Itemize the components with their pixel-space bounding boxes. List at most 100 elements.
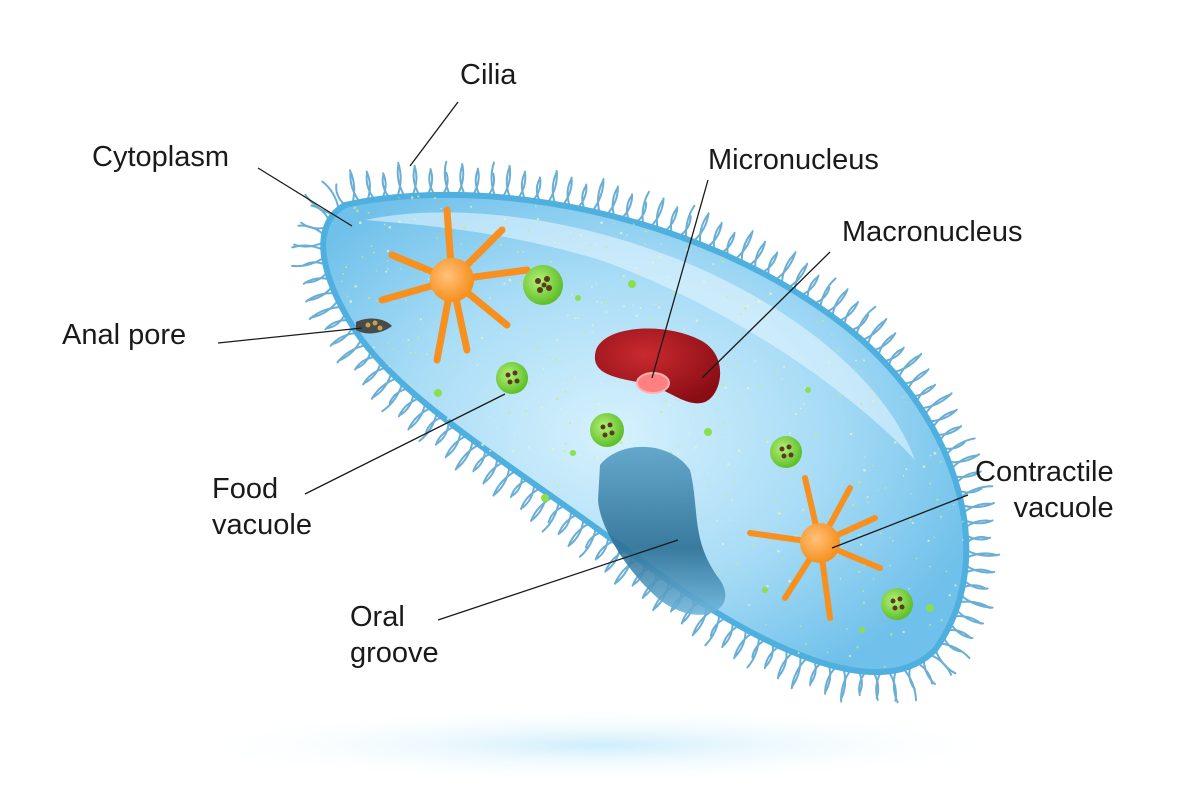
granule: [862, 601, 866, 605]
granule: [707, 472, 709, 474]
cell-highlight: [365, 212, 915, 460]
granule: [372, 251, 375, 254]
label-cytoplasm: Cytoplasm: [92, 141, 229, 173]
granule: [387, 341, 390, 344]
granule: [695, 319, 699, 322]
granule: [481, 443, 484, 447]
granule: [499, 243, 503, 247]
granule: [524, 410, 528, 413]
granule: [476, 364, 479, 366]
granule: [884, 487, 887, 489]
granule: [489, 297, 491, 299]
granule: [388, 365, 390, 367]
granule: [671, 401, 674, 403]
granule: [688, 433, 691, 435]
granule: [807, 349, 810, 351]
granule: [721, 542, 725, 546]
food-vacuoles: [496, 265, 913, 620]
granule: [575, 479, 577, 481]
granule: [936, 498, 939, 501]
granule: [835, 435, 837, 438]
granule: [594, 444, 597, 446]
granule: [832, 475, 835, 478]
granule: [702, 280, 706, 283]
granule: [748, 603, 751, 606]
granule: [658, 300, 661, 302]
granule: [790, 476, 793, 479]
granule: [672, 291, 676, 295]
granule: [783, 365, 786, 368]
granule: [574, 317, 577, 320]
granule: [894, 441, 897, 444]
granule: [578, 454, 581, 457]
granule: [644, 230, 648, 233]
granule: [961, 520, 964, 523]
cilium: [928, 653, 953, 676]
granule: [872, 400, 875, 403]
granule: [813, 655, 815, 657]
granule: [877, 489, 879, 492]
granule: [561, 364, 563, 366]
granule: [933, 451, 937, 455]
granule: [634, 267, 637, 270]
granule: [929, 482, 932, 485]
granule: [736, 362, 740, 365]
granule: [367, 211, 370, 214]
granule: [489, 449, 492, 453]
granule: [543, 425, 546, 427]
granule: [385, 362, 388, 364]
granule: [518, 281, 522, 285]
leader-cytoplasm: [257, 167, 353, 227]
granule: [836, 350, 840, 353]
granule: [632, 223, 635, 226]
granule: [577, 317, 580, 320]
granule: [560, 408, 563, 411]
granule: [563, 450, 566, 453]
granule: [856, 646, 859, 649]
granule: [791, 468, 794, 472]
granule: [782, 486, 784, 489]
granule: [410, 383, 414, 387]
granule: [860, 402, 863, 405]
cilium: [454, 443, 480, 471]
granule: [496, 426, 498, 428]
granule: [659, 255, 662, 259]
granule: [427, 278, 430, 280]
granule: [754, 360, 757, 362]
granule: [883, 665, 886, 668]
granule: [929, 623, 932, 626]
granule: [858, 534, 860, 536]
granule: [717, 423, 719, 426]
granule: [591, 331, 594, 333]
granule: [826, 651, 829, 654]
granule: [503, 217, 506, 221]
granule: [594, 457, 596, 459]
granule: [857, 570, 861, 573]
granule: [426, 353, 428, 356]
granule: [799, 407, 802, 410]
granule: [859, 543, 863, 546]
granule: [738, 449, 741, 453]
granule: [723, 421, 726, 424]
granule: [417, 195, 420, 198]
granule: [555, 358, 558, 361]
granule: [388, 226, 392, 229]
granule: [905, 401, 907, 404]
granule: [677, 446, 680, 448]
granule: [562, 467, 564, 470]
granule: [619, 231, 623, 235]
granule: [372, 218, 375, 221]
granule: [901, 396, 904, 399]
granule: [905, 468, 908, 471]
granule: [480, 336, 484, 340]
granule: [639, 306, 642, 310]
granule: [405, 299, 407, 301]
granule: [766, 440, 769, 443]
granule: [542, 367, 545, 370]
granule: [911, 521, 914, 525]
granule: [757, 300, 761, 304]
granule: [759, 384, 762, 387]
granule: [831, 333, 833, 335]
granule: [573, 376, 576, 379]
granule: [455, 329, 459, 333]
